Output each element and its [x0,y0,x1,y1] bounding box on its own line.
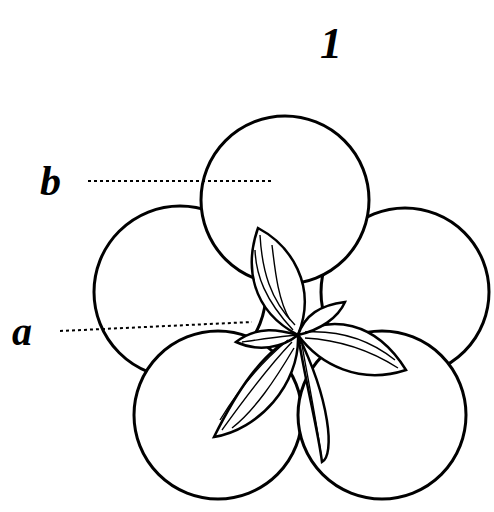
leader-line [88,180,272,182]
petals [94,116,489,499]
part-letter: a [12,312,32,352]
sepal [298,324,406,375]
figure-number: 1 [320,22,342,66]
sepal [298,302,345,335]
part-letter: b [40,160,61,202]
sepal [298,335,329,462]
leader-lines [60,181,272,331]
petal [134,331,302,499]
sepals [214,228,406,462]
sepal [252,228,305,335]
sepal-veins [220,235,398,455]
sepal [214,335,298,437]
leader-line [60,322,252,331]
